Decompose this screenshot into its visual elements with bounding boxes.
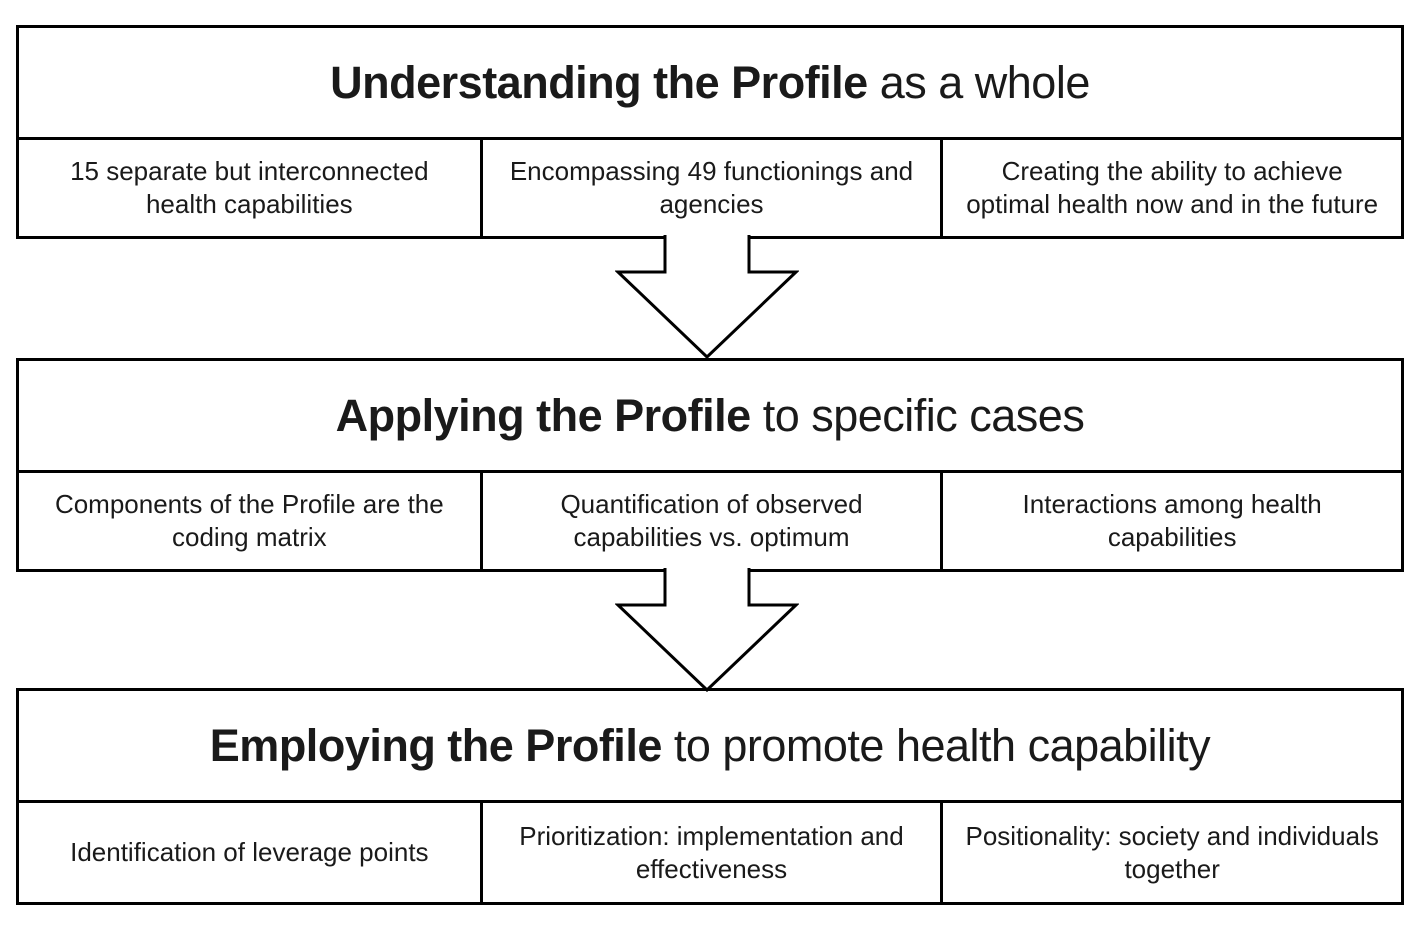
section-title-tail: to promote health capability [661,719,1211,771]
section-title-bold: Understanding the Profile [330,56,868,108]
cell-positionality: Positionality: society and individuals t… [940,803,1401,902]
section-understanding-title: Understanding the Profile as a whole [19,28,1401,140]
section-applying-cells: Components of the Profile are the coding… [19,473,1401,569]
section-employing-title: Employing the Profile to promote health … [19,691,1401,803]
down-arrow-icon [615,568,799,692]
section-applying: Applying the Profile to specific cases C… [16,358,1404,572]
section-title-tail: as a whole [867,56,1091,108]
section-understanding: Understanding the Profile as a whole 15 … [16,25,1404,239]
section-employing-cells: Identification of leverage points Priori… [19,803,1401,902]
cell-optimal-health: Creating the ability to achieve optimal … [940,140,1401,236]
cell-leverage-points: Identification of leverage points [70,837,429,867]
section-title-tail: to specific cases [750,389,1085,441]
section-title-bold: Applying the Profile [335,389,752,441]
cell-interactions: Interactions among health capabilities [940,473,1401,569]
cell-quantification: Quantification of observed capabilities … [479,473,941,569]
cell-coding-matrix: Components of the Profile are the coding… [54,489,444,552]
section-employing: Employing the Profile to promote health … [16,688,1404,905]
section-title-bold: Employing the Profile [209,719,663,771]
cell-health-capabilities: 15 separate but interconnected health ca… [70,156,429,219]
cell-prioritization: Prioritization: implementation and effec… [479,803,941,902]
section-understanding-cells: 15 separate but interconnected health ca… [19,140,1401,236]
cell-functionings-agencies: Encompassing 49 functionings and agencie… [479,140,941,236]
section-applying-title: Applying the Profile to specific cases [19,361,1401,473]
down-arrow-icon [615,235,799,359]
